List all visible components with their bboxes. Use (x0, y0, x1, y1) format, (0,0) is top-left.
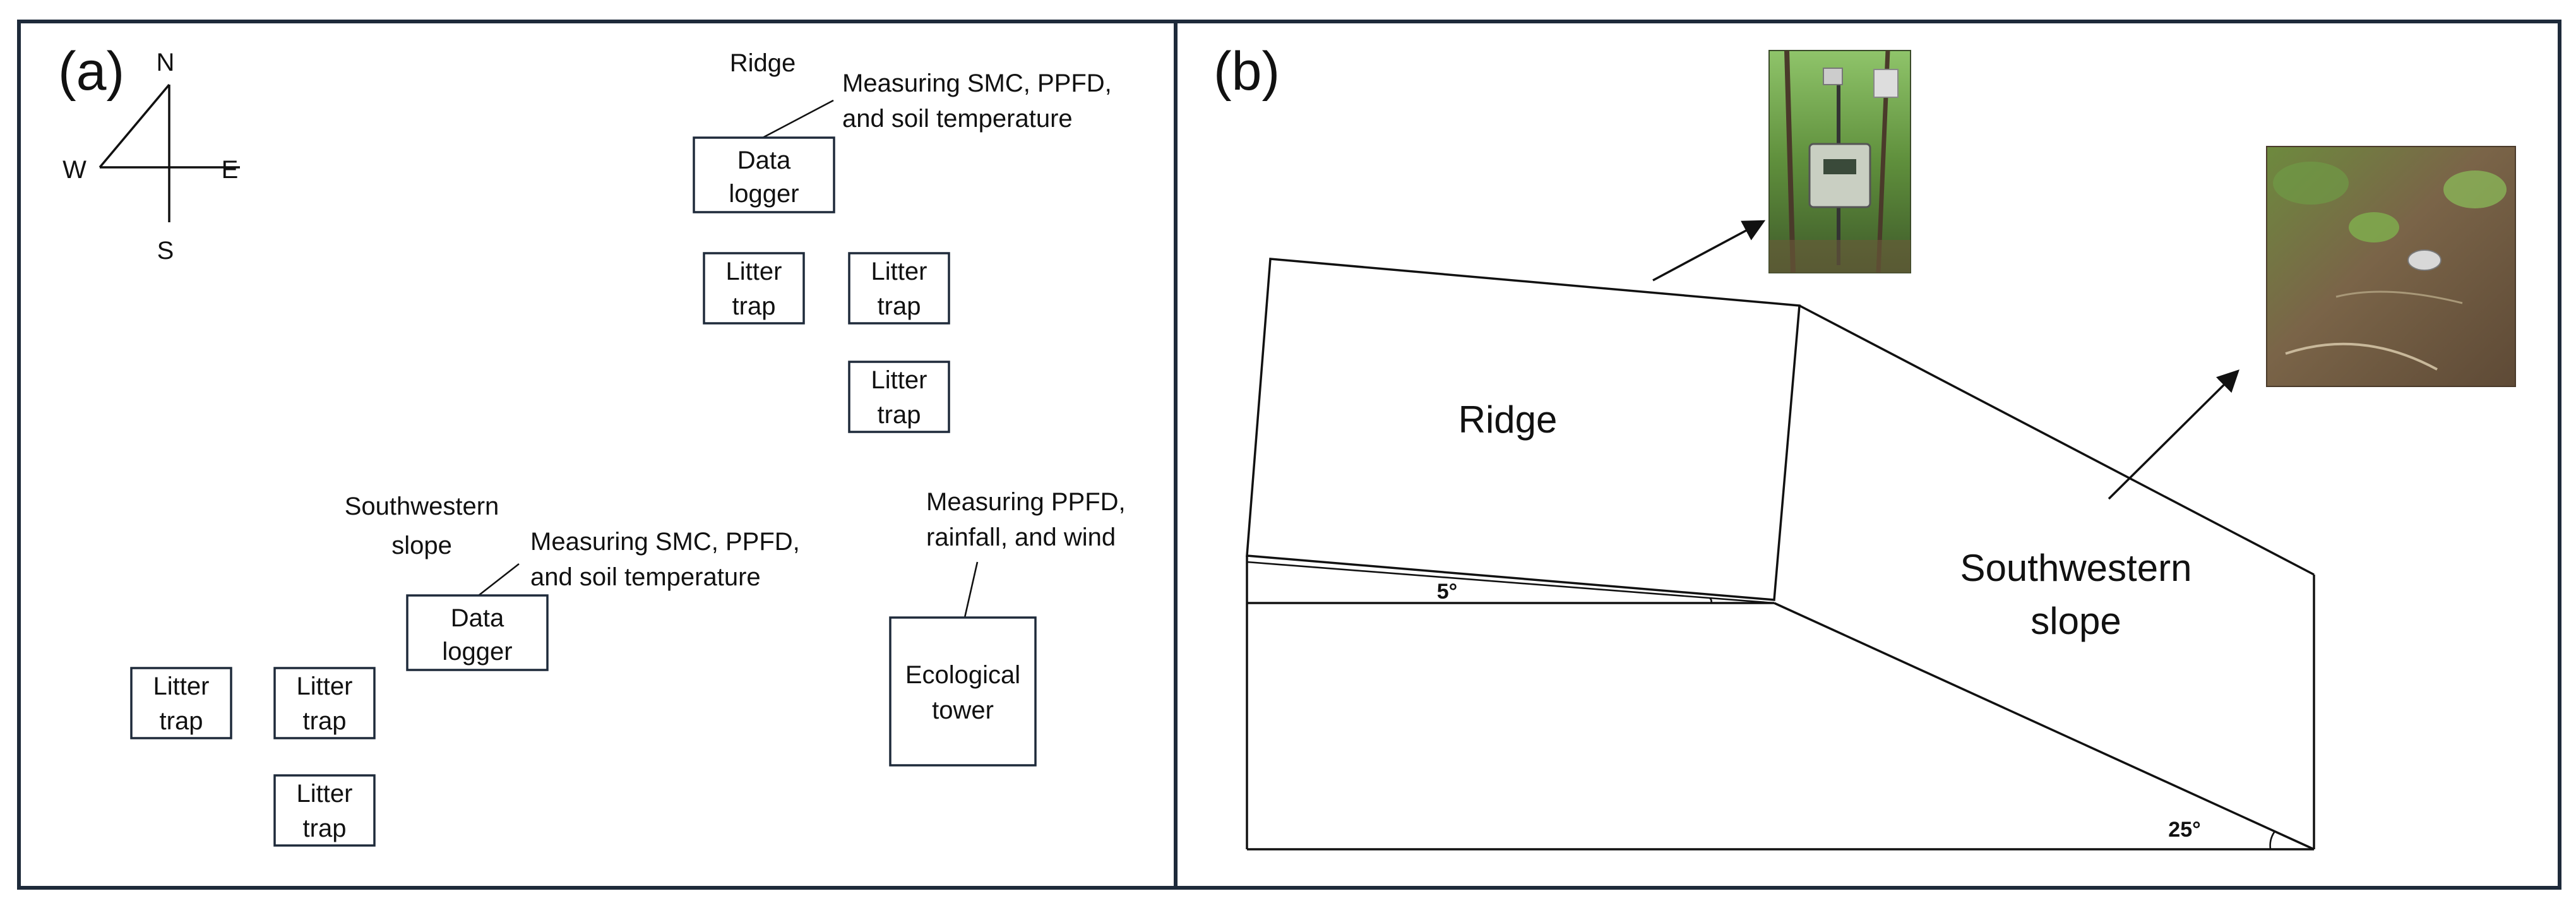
panel-a: (a) N S E W Ridge Measuring SMC, PPFD, a… (17, 20, 1178, 890)
ridge-litter-trap-3 (848, 361, 950, 433)
angle-slope-label: 25° (2168, 818, 2200, 842)
arrow-to-slope-photo (2108, 369, 2239, 500)
slope-title-line2: slope (391, 532, 452, 559)
slope-measure-line1: Measuring SMC, PPFD, (530, 528, 800, 556)
ecological-tower (889, 616, 1037, 767)
slope-surface (1774, 602, 2315, 851)
panel-b-ridge-label: Ridge (1458, 398, 1558, 441)
slope-trap-3-line2: trap (303, 815, 347, 842)
panel-b: (b) Ridge Southwestern slope 5° 25° (1174, 20, 2561, 890)
slope-angle-arc (2269, 832, 2275, 850)
compass-north: N (157, 49, 175, 76)
arrow-to-ridge-photo (1652, 220, 1766, 282)
ridge-data-logger (693, 136, 835, 213)
slope-top-edge (1799, 304, 2315, 576)
ridge-measure-line1: Measuring SMC, PPFD, (842, 69, 1112, 97)
tower-measure-leader (963, 561, 979, 618)
compass-icon: N S E W (63, 49, 240, 265)
angle-ridge-label: 5° (1437, 580, 1458, 604)
slope-litter-trap-photo (2266, 146, 2516, 387)
slope-litter-trap-2 (273, 667, 376, 739)
compass-south: S (157, 237, 174, 265)
ridge-trap-1-line1: Litter (726, 258, 782, 285)
ridge-title: Ridge (730, 49, 796, 77)
ridge-block (1246, 258, 1801, 601)
ridge-angle-arc (1709, 597, 1712, 604)
ridge-base-line (1246, 561, 1775, 604)
slope-data-logger (406, 594, 549, 671)
ridge-trap-3-line2: trap (878, 401, 921, 429)
slope-trap-3-line1: Litter (297, 780, 353, 808)
ridge-trap-2-line1: Litter (871, 258, 927, 285)
ridge-litter-trap-2 (848, 252, 950, 325)
ridge-litter-trap-1 (703, 252, 805, 325)
ridge-trap-2-line2: trap (878, 292, 921, 320)
slope-trap-1-line2: trap (160, 707, 203, 735)
tower-measure-line1: Measuring PPFD, (926, 488, 1126, 516)
slope-litter-trap-3 (273, 774, 376, 847)
panel-a-label: (a) (58, 41, 124, 102)
panel-b-slope-line2: slope (2030, 600, 2121, 642)
slope-logger-line1: Data (451, 604, 504, 632)
ridge-measure-leader (762, 99, 834, 139)
panel-b-label: (b) (1213, 41, 1280, 102)
tower-measure-line2: rainfall, and wind (926, 523, 1116, 551)
ridge-logger-line2: logger (729, 180, 799, 208)
slope-trap-1-line1: Litter (153, 672, 210, 700)
ridge-trap-1-line2: trap (732, 292, 776, 320)
ridge-trap-3-line1: Litter (871, 366, 927, 394)
slope-measure-leader (478, 563, 520, 597)
slope-group: Southwestern slope Measuring SMC, PPFD, … (130, 493, 800, 847)
ridge-measure-line2: and soil temperature (842, 105, 1073, 133)
panel-b-slope-line1: Southwestern (1960, 547, 2192, 589)
slope-trap-2-line2: trap (303, 707, 347, 735)
tower-line2: tower (932, 696, 994, 724)
tower-line1: Ecological (905, 661, 1020, 689)
slope-title-line1: Southwestern (345, 493, 499, 520)
ridge-logger-line1: Data (737, 146, 791, 174)
ridge-group: Ridge Measuring SMC, PPFD, and soil temp… (693, 49, 1112, 433)
slope-trap-2-line1: Litter (297, 672, 353, 700)
slope-litter-trap-1 (130, 667, 232, 739)
slope-logger-line2: logger (442, 638, 512, 666)
compass-west: W (63, 156, 86, 184)
tower-group: Measuring PPFD, rainfall, and wind Ecolo… (889, 488, 1126, 767)
ridge-instrument-photo (1768, 50, 1911, 273)
compass-east: E (222, 156, 239, 184)
slope-measure-line2: and soil temperature (530, 563, 761, 591)
terrain-cross-section (1246, 258, 2315, 851)
